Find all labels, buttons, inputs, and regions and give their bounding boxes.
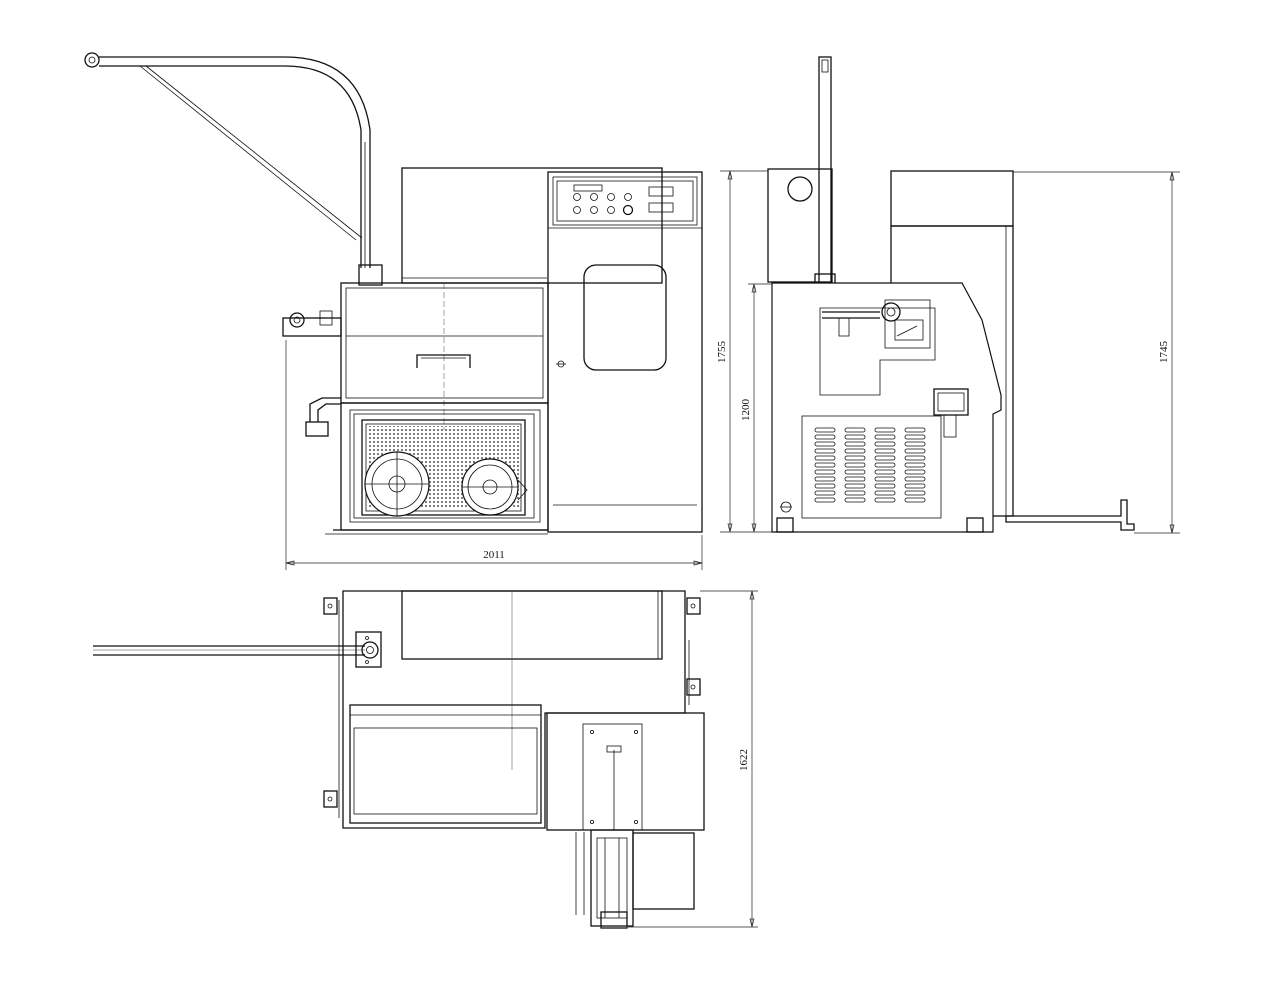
dimension-side-height-left: 1755 [716, 170, 772, 533]
top-drawing-box [349, 704, 542, 824]
dimension-label: 1200 [740, 399, 752, 422]
louver-slot [904, 462, 926, 468]
top-main-frame [338, 590, 690, 829]
control-knob [590, 206, 598, 214]
louver-slot [904, 476, 926, 482]
control-panel [556, 180, 694, 222]
louver-slot [844, 497, 866, 503]
rear-tank [401, 167, 663, 284]
control-knob [573, 193, 581, 201]
louver-slot [844, 483, 866, 489]
dimension-front-width: 2011 [285, 340, 703, 570]
capstan-right [461, 458, 528, 516]
control-knob [622, 204, 634, 216]
capstan-left [364, 451, 430, 517]
louver-slot [874, 455, 896, 461]
side-roller-assembly [822, 299, 931, 349]
louver-slot [874, 427, 896, 433]
top-tank [401, 590, 663, 660]
louver-slot [844, 490, 866, 496]
louver-slot [844, 469, 866, 475]
overhead-guide-arm [84, 52, 383, 286]
dimension-label: 1622 [738, 749, 750, 771]
louver-slot [814, 441, 836, 447]
louver-slot [844, 427, 866, 433]
dimension-side-lower: 1200 [740, 283, 772, 533]
louver-slot [874, 469, 896, 475]
left-fittings [282, 310, 342, 530]
louver-slot [814, 476, 836, 482]
front-view: 2011 [84, 52, 703, 570]
top-takeup-unit [575, 829, 695, 929]
louver-slot [844, 462, 866, 468]
louver-slot [904, 448, 926, 454]
side-base-rail [1005, 499, 1135, 531]
dimension-side-height-right: 1745 [1013, 171, 1180, 534]
control-knob [624, 193, 632, 201]
louver-slot [904, 469, 926, 475]
control-knob [607, 206, 615, 214]
louver-slot [814, 490, 836, 496]
louver-slot [814, 455, 836, 461]
louver-slot [814, 483, 836, 489]
louver-slot [874, 441, 896, 447]
louver-slot [814, 497, 836, 503]
electrical-cabinet [547, 171, 703, 533]
dimension-label: 1745 [1158, 341, 1170, 364]
dimension-label: 1755 [716, 341, 728, 364]
control-knob [607, 193, 615, 201]
upper-housing [340, 282, 549, 430]
top-feed-pipe [93, 631, 382, 668]
louver-slot [874, 448, 896, 454]
side-motor-box [767, 168, 833, 283]
drawer-handle [416, 354, 471, 368]
side-view: 1755 1200 1745 [716, 56, 1180, 534]
louver-slot [874, 497, 896, 503]
louver-slot [904, 441, 926, 447]
louver-slot [814, 448, 836, 454]
louver-slot [844, 448, 866, 454]
louver-slot [874, 434, 896, 440]
louver-slot [814, 427, 836, 433]
louver-slot [904, 455, 926, 461]
dimension-label: 2011 [483, 549, 505, 561]
dimension-top-depth: 1622 [628, 590, 758, 928]
louver-slot [814, 462, 836, 468]
louver-slot [904, 427, 926, 433]
top-view: 1622 [93, 590, 758, 929]
louver-slot [904, 490, 926, 496]
louver-slot [814, 469, 836, 475]
side-valve [933, 388, 969, 438]
louver-slot [904, 434, 926, 440]
cabinet-window [583, 264, 667, 371]
louver-slot [904, 497, 926, 503]
louver-slot [844, 441, 866, 447]
louver-slot [814, 434, 836, 440]
louver-slot [874, 476, 896, 482]
louver-slot [874, 483, 896, 489]
louver-slot [844, 476, 866, 482]
control-knob [590, 193, 598, 201]
louver-slot [904, 483, 926, 489]
control-knob [573, 206, 581, 214]
louver-slot [874, 462, 896, 468]
louver-slot [844, 434, 866, 440]
louver-slot [844, 455, 866, 461]
louver-slot [874, 490, 896, 496]
top-mount-brackets [323, 597, 701, 808]
vent-louvers [814, 427, 926, 503]
top-cabinet [546, 712, 705, 831]
